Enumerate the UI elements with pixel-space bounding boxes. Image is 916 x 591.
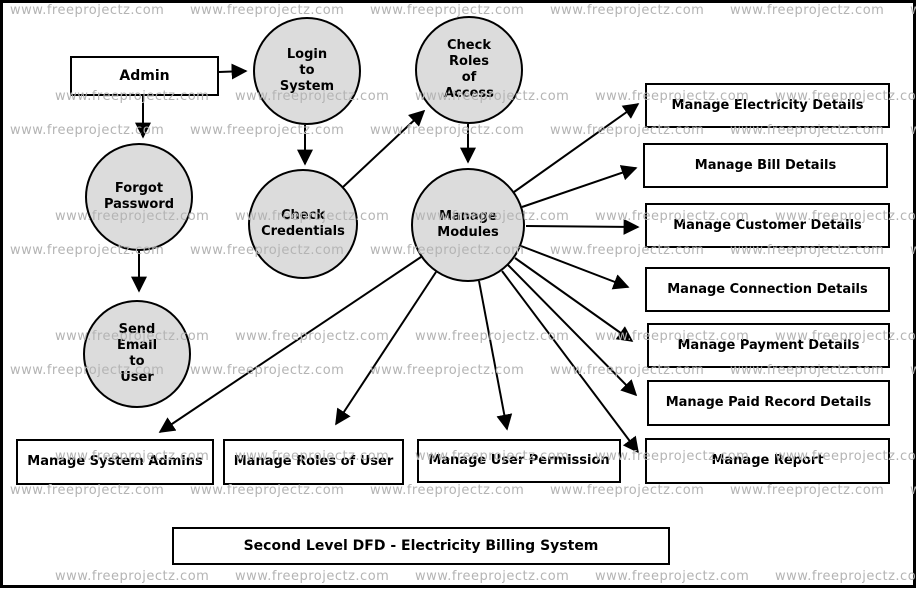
watermark-text: www.freeprojectz.com [370, 3, 525, 18]
store-label: Manage Report [711, 453, 824, 468]
watermark-text: www.freeprojectz.com [190, 123, 345, 138]
process-label-line: Modules [437, 225, 499, 240]
arrow-modules-to-report [501, 270, 639, 454]
store-manage-bill-details: Manage Bill Details [643, 143, 888, 188]
arrow-modules-to-paid-record [507, 264, 638, 397]
entity-admin: Admin [70, 56, 219, 96]
process-label-line: Check [447, 38, 491, 53]
store-manage-user-permission: Manage User Permission [417, 439, 621, 483]
process-label-line: Email [116, 338, 158, 353]
store-label: Manage System Admins [27, 454, 203, 469]
store-label: Manage Connection Details [667, 281, 868, 297]
arrow-modules-to-connection [520, 245, 630, 290]
arrow-modules-to-system-admins [158, 256, 422, 433]
process-check-roles-of-access: Check Roles of Access [415, 16, 523, 124]
process-label-line: Manage [439, 209, 497, 224]
arrow-modules-to-customer [525, 218, 640, 235]
watermark-text: www.freeprojectz.com [235, 569, 390, 584]
watermark-text: www.freeprojectz.com [235, 329, 390, 344]
arrow-modules-to-roles-of-user [335, 271, 437, 426]
watermark-text: www.freeprojectz.com [595, 569, 750, 584]
watermark-text: www.freeprojectz.com [910, 243, 916, 258]
process-label-line: of [461, 70, 477, 85]
watermark-text: www.freeprojectz.com [910, 123, 916, 138]
watermark-text: www.freeprojectz.com [190, 3, 345, 18]
arrow-modules-to-electricity [513, 103, 640, 193]
store-label: Manage Roles of User [233, 454, 394, 469]
arrow-check-credentials-to-check-roles [342, 109, 426, 188]
watermark-text: www.freeprojectz.com [775, 569, 916, 584]
store-label: Manage Electricity Details [671, 97, 864, 113]
process-label-line: Send [118, 322, 156, 337]
process-login-to-system: Login to System [253, 17, 361, 125]
store-manage-system-admins: Manage System Admins [16, 439, 214, 485]
process-check-credentials: Check Credentials [248, 169, 358, 279]
process-label-line: User [120, 370, 154, 385]
process-manage-modules: Manage Modules [411, 168, 525, 282]
store-manage-electricity-details: Manage Electricity Details [645, 83, 890, 128]
process-label-line: Forgot [114, 181, 164, 196]
store-manage-report: Manage Report [645, 438, 890, 484]
store-label: Manage Customer Details [673, 217, 862, 233]
watermark-text: www.freeprojectz.com [910, 483, 916, 498]
watermark-text: www.freeprojectz.com [910, 3, 916, 18]
process-label-line: Roles [449, 54, 489, 69]
process-label-line: Check [281, 208, 325, 223]
watermark-text: www.freeprojectz.com [910, 363, 916, 378]
process-label-line: Access [444, 86, 494, 101]
process-forgot-password: Forgot Password [85, 143, 193, 251]
arrow-modules-to-bill [521, 165, 638, 208]
entity-admin-label: Admin [119, 68, 170, 84]
process-label-line: Credentials [261, 224, 345, 239]
store-label: Manage User Permission [428, 453, 610, 468]
arrow-admin-to-login [218, 63, 248, 80]
store-label: Manage Paid Record Details [665, 395, 872, 410]
watermark-text: www.freeprojectz.com [730, 3, 885, 18]
arrow-modules-to-user-permission [478, 280, 513, 431]
diagram-title-label: Second Level DFD - Electricity Billing S… [243, 538, 599, 554]
store-manage-connection-details: Manage Connection Details [645, 267, 890, 312]
watermark-text: www.freeprojectz.com [10, 3, 165, 18]
diagram-title: Second Level DFD - Electricity Billing S… [172, 527, 670, 565]
process-label-line: to [129, 354, 145, 369]
watermark-text: www.freeprojectz.com [10, 123, 165, 138]
store-manage-payment-details: Manage Payment Details [647, 323, 890, 368]
watermark-text: www.freeprojectz.com [415, 329, 570, 344]
process-label-line: Login [286, 47, 328, 62]
process-label-line: Password [103, 197, 175, 212]
watermark-text: www.freeprojectz.com [415, 569, 570, 584]
store-manage-roles-of-user: Manage Roles of User [223, 439, 404, 485]
watermark-text: www.freeprojectz.com [550, 3, 705, 18]
watermark-text: www.freeprojectz.com [190, 483, 345, 498]
watermark-text: www.freeprojectz.com [10, 483, 165, 498]
watermark-text: www.freeprojectz.com [55, 569, 210, 584]
watermark-text: www.freeprojectz.com [370, 123, 525, 138]
store-label: Manage Bill Details [694, 157, 837, 173]
watermark-text: www.freeprojectz.com [370, 363, 525, 378]
process-label-line: to [299, 63, 315, 78]
store-manage-customer-details: Manage Customer Details [645, 203, 890, 248]
process-label-line: System [279, 79, 335, 94]
watermark-text: www.freeprojectz.com [550, 483, 705, 498]
store-label: Manage Payment Details [677, 337, 860, 353]
store-manage-paid-record-details: Manage Paid Record Details [647, 380, 890, 426]
process-send-email-to-user: Send Email to User [83, 300, 191, 408]
arrow-modules-to-payment [514, 257, 634, 342]
watermark-text: www.freeprojectz.com [190, 363, 345, 378]
watermark-text: www.freeprojectz.com [370, 483, 525, 498]
watermark-text: www.freeprojectz.com [730, 483, 885, 498]
